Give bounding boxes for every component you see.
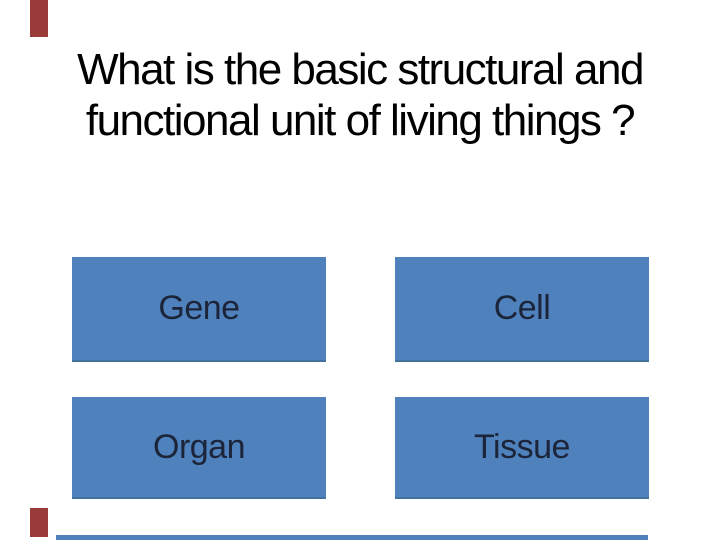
answer-label-tissue: Tissue	[474, 427, 570, 466]
answer-label-gene: Gene	[158, 289, 240, 327]
answer-option-organ[interactable]: Organ	[72, 397, 326, 499]
answer-option-cell[interactable]: Cell	[395, 257, 649, 362]
answer-option-gene[interactable]: Gene	[72, 257, 326, 362]
question-line-2: functional unit of living things ?	[85, 96, 636, 145]
answer-option-tissue[interactable]: Tissue	[395, 397, 649, 499]
question-title: What is the basic structural and functio…	[0, 44, 720, 146]
question-line-1: What is the basic structural and	[77, 45, 644, 94]
answer-label-organ: Organ	[153, 427, 246, 466]
left-accent-bar-top	[30, 0, 48, 37]
left-accent-bar-bottom	[30, 508, 48, 537]
bottom-accent-strip	[56, 535, 648, 540]
answer-label-cell: Cell	[493, 289, 551, 327]
